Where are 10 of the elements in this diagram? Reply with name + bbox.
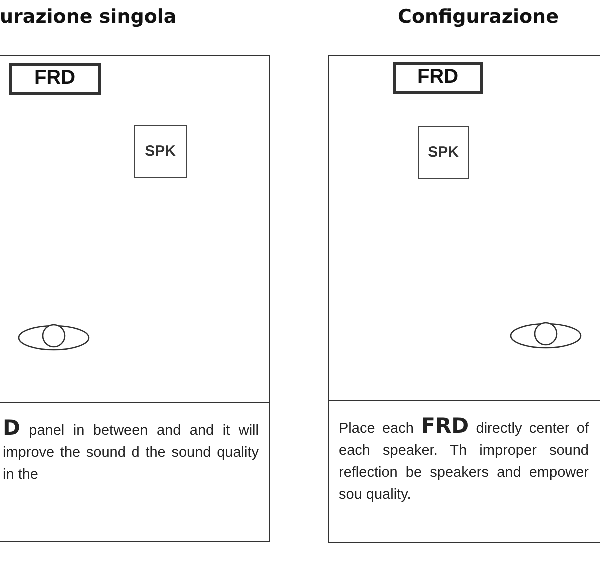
panel-heading: Configurazione <box>398 6 559 28</box>
caption-box <box>328 400 600 543</box>
speaker-box: SPK <box>134 125 187 178</box>
caption-box <box>0 402 270 542</box>
panel-label: FRD <box>9 63 101 95</box>
panel-label: FRD <box>393 62 483 94</box>
instruction-text: D panel in between and and it will improve the sound d the sound quality in the <box>3 417 259 485</box>
panel-heading: urazione singola <box>0 6 177 28</box>
speaker-box: SPK <box>418 126 469 179</box>
instruction-text: Place each FRD directly center of each speaker. Th improper sound reflection be speakers and empower sou quality. <box>339 415 589 505</box>
